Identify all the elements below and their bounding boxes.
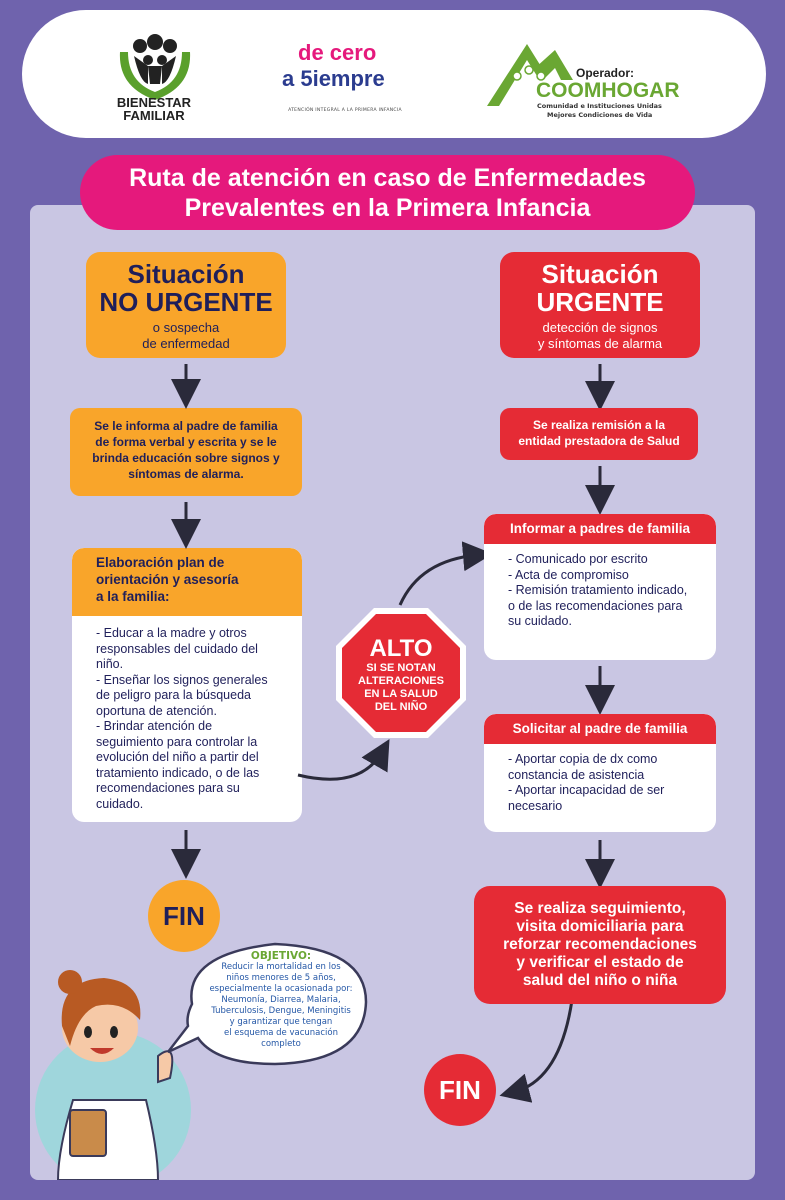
remission-box: Se realiza remisión a la entidad prestad… (500, 408, 698, 460)
followup-line: y verificar el estado de (516, 954, 684, 971)
situation-word: Situación (127, 259, 245, 289)
request-item-line: - Aportar copia de dx como (508, 752, 658, 766)
objective-line: Tuberculosis, Dengue, Meningitis (211, 1006, 351, 1016)
stop-line: DEL NIÑO (374, 701, 428, 713)
plan-item-line: recomendaciones para su (96, 781, 240, 795)
stop-sign-icon (336, 608, 466, 738)
plan-item-line: seguimiento para controlar la (96, 734, 258, 749)
page-title: Ruta de atención en caso de Enfermedades… (80, 155, 695, 230)
inform-item-line: - Acta de compromiso (508, 567, 629, 582)
request-parent-card: Solicitar al padre de familia - Aportar … (484, 714, 716, 832)
request-item-line: necesario (508, 798, 563, 813)
situation-type: NO URGENTE (99, 287, 273, 317)
followup-line: Se realiza seguimiento, (514, 900, 686, 917)
icbf-logo-icon (119, 34, 191, 100)
stop-line: SI SE NOTAN (366, 662, 436, 674)
inform-parent-box: Se le informa al padre de familia de for… (70, 408, 302, 496)
operator-tagline-1: Comunidad e Instituciones Unidas (537, 102, 662, 110)
followup-line: salud del niño o niña (522, 972, 678, 989)
arrow-to-stop (297, 739, 390, 781)
situation-sub1: o sospecha (152, 320, 220, 335)
situation-non-urgent-box: Situación NO URGENTE o sospecha de enfer… (86, 252, 286, 358)
situation-type: URGENTE (536, 287, 664, 317)
inform-parents-items: - Comunicado por escrito - Acta de compr… (484, 544, 716, 630)
objective-line: Reducir la mortalidad en los (221, 962, 341, 972)
plan-item-line: evolución del niño a partir del (96, 750, 259, 764)
inform-item-line: o de las recomendaciones para (508, 598, 683, 613)
situation-sub2: de enfermedad (142, 336, 230, 351)
stop-text: ALTO SI SE NOTAN ALTERACIONES EN LA SALU… (334, 636, 468, 714)
plan-title-1: Elaboración plan de (96, 555, 225, 570)
followup-box: Se realiza seguimiento, visita domicilia… (474, 886, 726, 1004)
plan-item-line: - Enseñar los signos generales (96, 672, 268, 687)
coomhogar-mountain-icon (487, 44, 573, 106)
decero-line1: de cero (298, 40, 377, 65)
operator-tagline-2: Mejores Condiciones de Vida (547, 111, 653, 119)
objective-line: y garantizar que tengan (229, 1017, 333, 1027)
plan-items: - Educar a la madre y otros responsables… (72, 616, 302, 812)
plan-item-line: - Brindar atención de (96, 719, 213, 733)
plan-item-line: de peligro para la búsqueda (96, 688, 251, 702)
stop-line: EN LA SALUD (364, 688, 438, 700)
remission-line-2: entidad prestadora de Salud (518, 434, 680, 448)
objective-text: OBJETIVO: Reducir la mortalidad en los n… (186, 950, 376, 1050)
request-parent-header: Solicitar al padre de familia (484, 714, 716, 744)
plan-item-line: responsables del cuidado del (96, 641, 258, 656)
decero-line2: a 5iempre (282, 66, 385, 91)
inform-parents-header: Informar a padres de familia (484, 514, 716, 544)
objective-title: OBJETIVO: (250, 950, 312, 962)
decero-subtitle: ATENCIÓN INTEGRAL A LA PRIMERA INFANCIA (288, 108, 402, 113)
operator-name: COOMHOGAR (536, 79, 680, 102)
plan-item-line: - Educar a la madre y otros (96, 626, 247, 640)
objective-line: el esquema de vacunación (224, 1028, 338, 1038)
followup-line: visita domiciliaria para (516, 918, 684, 935)
plan-item-line: oportuna de atención. (96, 703, 217, 718)
speech-bubble (167, 942, 368, 1066)
fin-right: FIN (424, 1054, 496, 1126)
title-line1: Ruta de atención en caso de Enfermedades (129, 164, 646, 192)
situation-sub2: y síntomas de alarma (537, 336, 663, 351)
inform-line-1: Se le informa al padre de familia (94, 419, 278, 433)
icbf-line2: FAMILIAR (123, 108, 185, 123)
situation-sub1: detección de signos (542, 320, 658, 335)
plan-card-header: Elaboración plan de orientación y asesor… (72, 548, 302, 616)
decero-logo: de cero a 5iempre (280, 40, 410, 110)
inform-line-3: brinda educación sobre signos y (92, 451, 280, 465)
stop-line: ALTERACIONES (358, 675, 444, 687)
fin-left: FIN (148, 880, 220, 952)
plan-item-line: cuidado. (96, 796, 144, 811)
arrow-to-inform (398, 541, 493, 606)
stop-title: ALTO (369, 635, 433, 662)
doctor-illustration-icon (35, 970, 191, 1180)
request-parent-items: - Aportar copia de dx como constancia de… (484, 744, 716, 814)
objective-line: Neumonía, Diarrea, Malaria, (221, 995, 341, 1005)
request-item-line: - Aportar incapacidad de ser (508, 783, 665, 797)
inform-parents-card: Informar a padres de familia - Comunicad… (484, 514, 716, 660)
operator-label: Operador: (576, 66, 635, 80)
plan-item-line: niño. (96, 657, 124, 671)
situation-word: Situación (541, 259, 659, 289)
icbf-name: BIENESTAR FAMILIAR (102, 96, 206, 122)
objective-line: completo (261, 1039, 301, 1049)
plan-card: Elaboración plan de orientación y asesor… (72, 548, 302, 822)
objective-line: especialmente la ocasionada por: (209, 984, 353, 994)
inform-item-line: su cuidado. (508, 614, 572, 628)
plan-item-line: tratamiento indicado, o de las (96, 765, 260, 780)
followup-line: reforzar recomendaciones (503, 936, 697, 953)
plan-title-3: a la familia: (96, 589, 170, 604)
situation-urgent-box: Situación URGENTE detección de signos y … (500, 252, 700, 358)
inform-item-line: - Remisión tratamiento indicado, (508, 583, 688, 597)
title-line2: Prevalentes en la Primera Infancia (184, 194, 591, 222)
arrow-to-fin (499, 999, 574, 1103)
inform-line-2: de forma verbal y escrita y se le (95, 435, 277, 449)
inform-line-4: síntomas de alarma. (128, 467, 244, 481)
remission-line-1: Se realiza remisión a la (532, 418, 666, 432)
plan-title-2: orientación y asesoría (96, 572, 239, 587)
inform-item-line: - Comunicado por escrito (508, 552, 648, 566)
objective-line: niños menores de 5 años, (226, 973, 336, 983)
request-item-line: constancia de asistencia (508, 767, 645, 782)
icbf-line1: BIENESTAR (116, 95, 192, 110)
